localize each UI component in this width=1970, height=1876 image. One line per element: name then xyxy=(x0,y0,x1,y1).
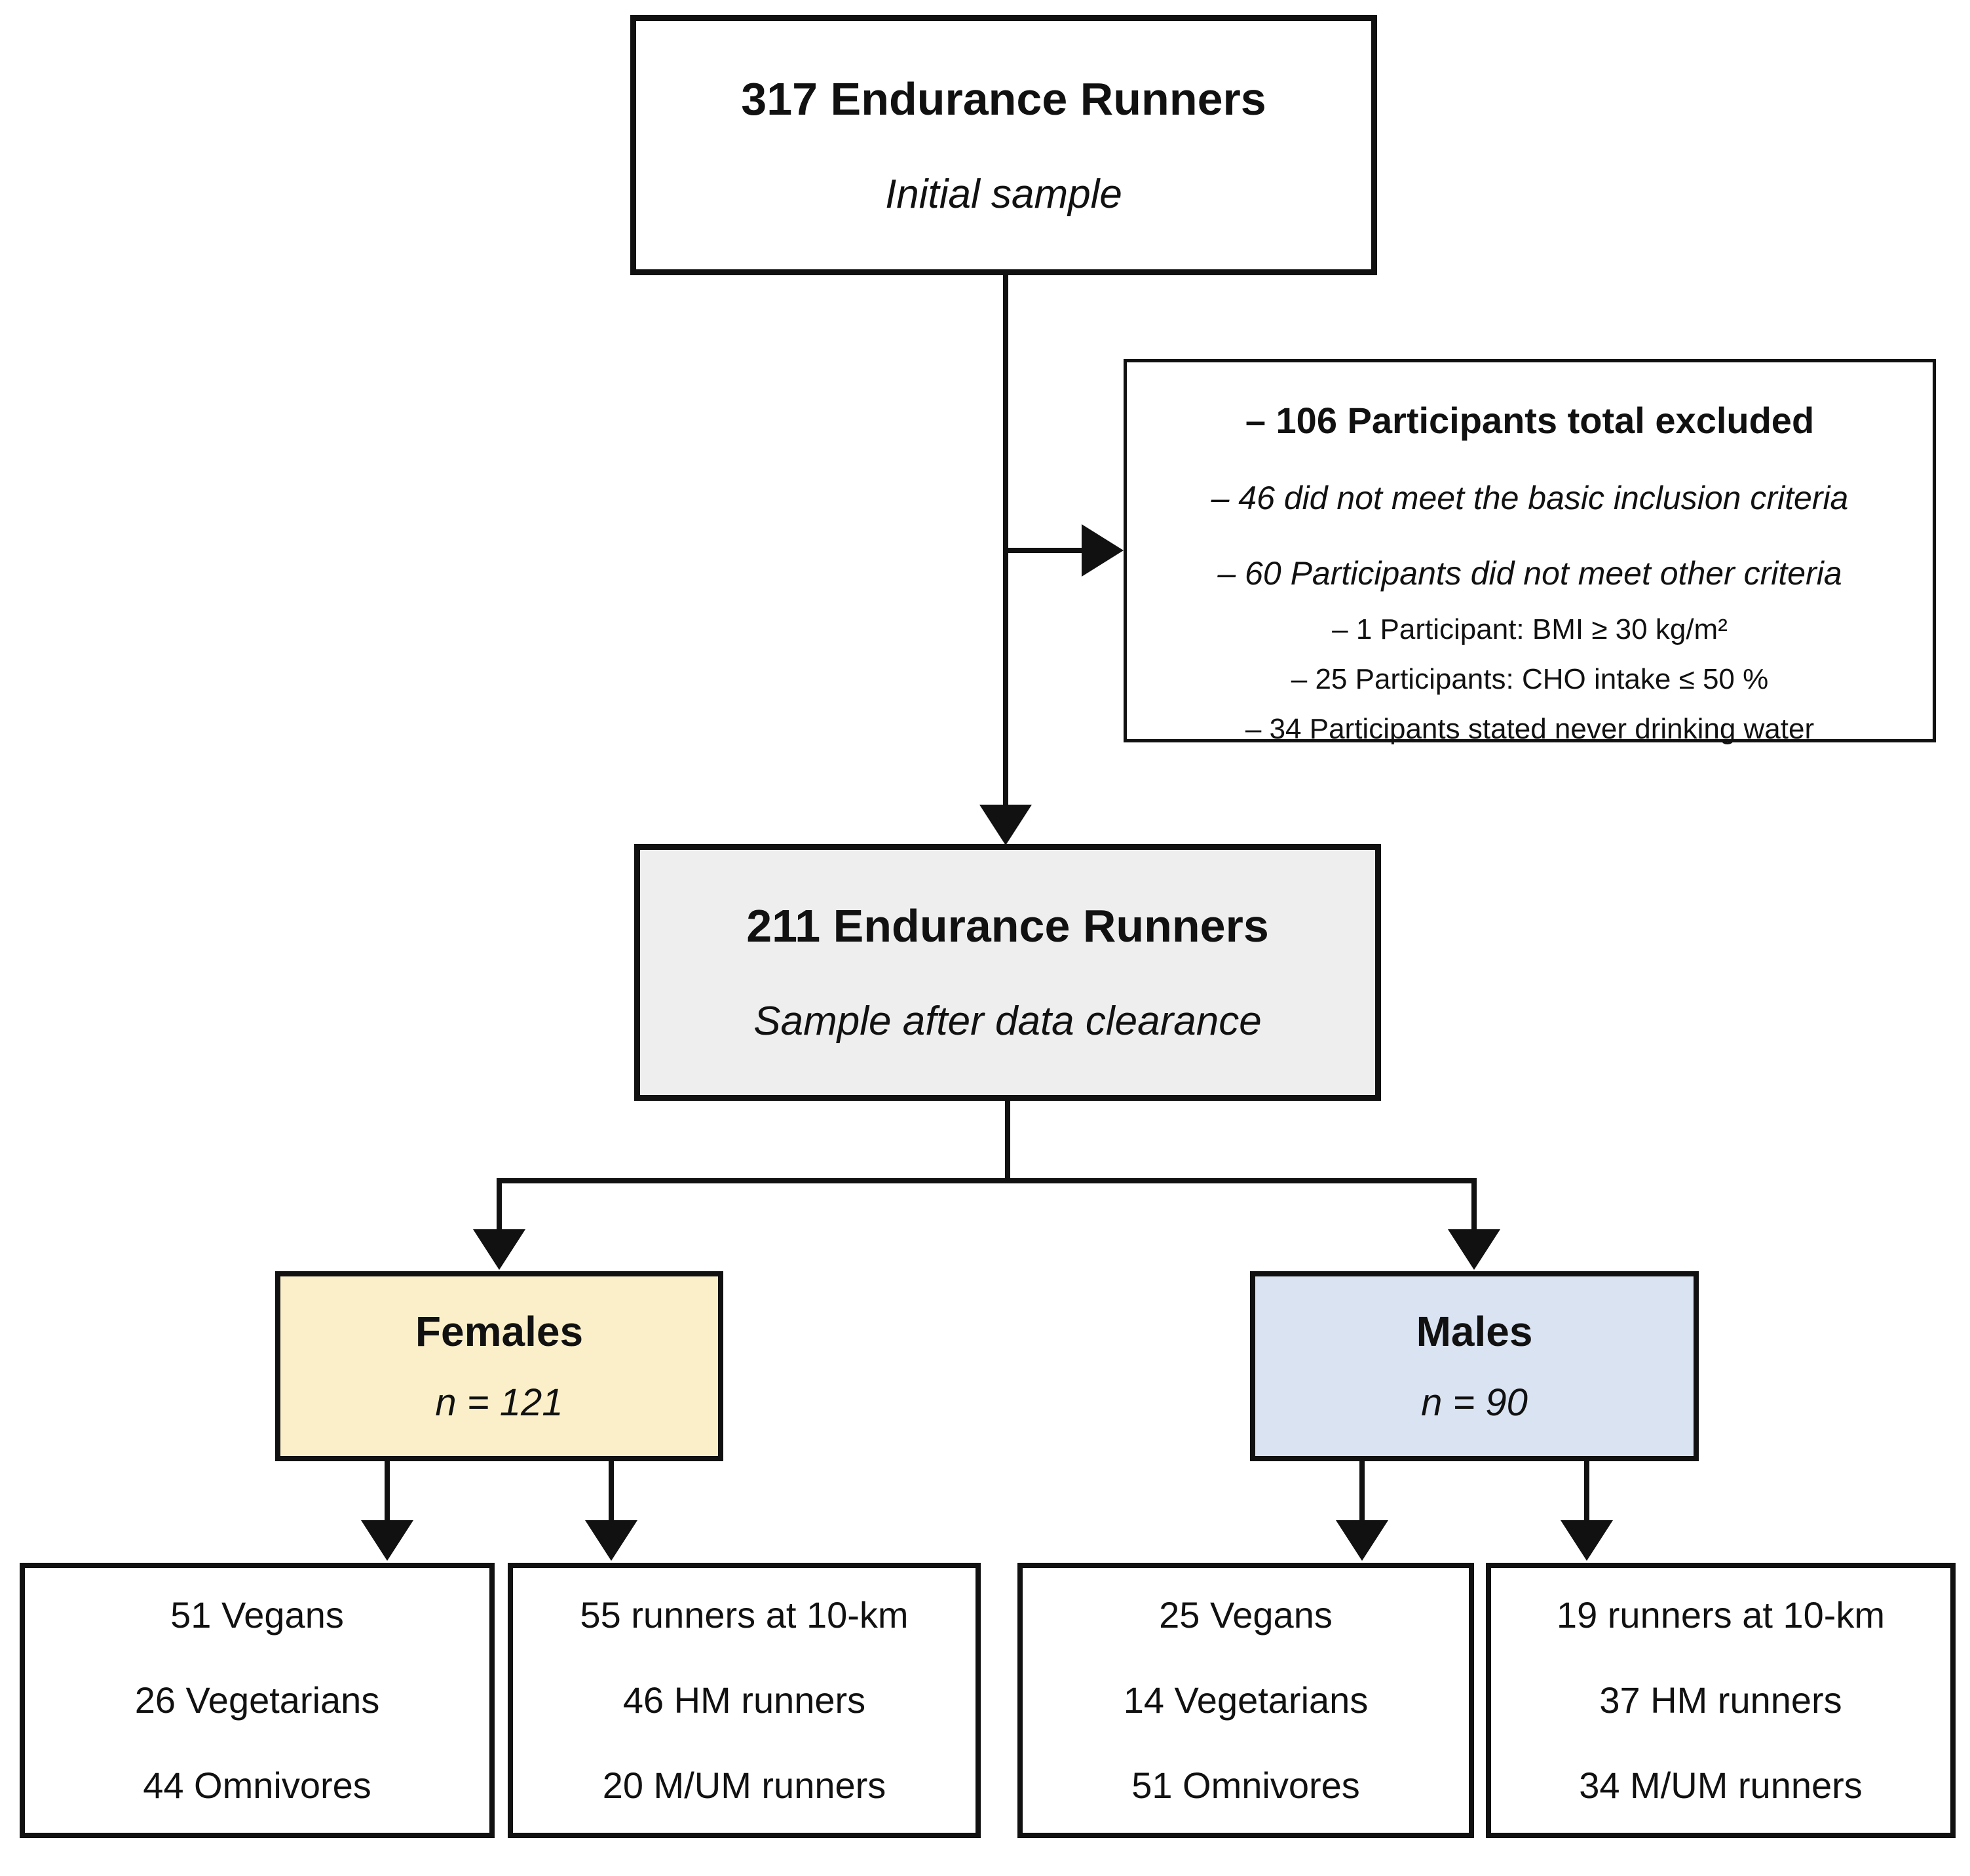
connector-cleared-to-split xyxy=(1005,1101,1010,1183)
initial-sample-count: 317 Endurance Runners xyxy=(741,73,1266,124)
distance-line: 34 M/UM runners xyxy=(1579,1765,1863,1806)
diet-line: 44 Omnivores xyxy=(143,1765,371,1806)
arrowhead-down xyxy=(473,1229,525,1270)
connector-males-to-diet xyxy=(1359,1461,1365,1522)
diet-line: 14 Vegetarians xyxy=(1123,1679,1369,1721)
arrowhead-down xyxy=(361,1520,413,1561)
arrowhead-right xyxy=(1082,524,1124,577)
diet-line: 51 Omnivores xyxy=(1131,1765,1360,1806)
connector-split-to-males xyxy=(1471,1178,1477,1231)
distance-line: 19 runners at 10-km xyxy=(1556,1594,1885,1636)
excluded-box: – 106 Participants total excluded – 46 d… xyxy=(1124,359,1936,746)
distance-line: 37 HM runners xyxy=(1599,1679,1842,1721)
males-diet-box: 25 Vegans 14 Vegetarians 51 Omnivores xyxy=(1017,1563,1474,1838)
connector-initial-to-cleared xyxy=(1003,275,1008,806)
cleared-sample-count: 211 Endurance Runners xyxy=(746,900,1269,951)
distance-line: 55 runners at 10-km xyxy=(580,1594,909,1636)
arrowhead-down xyxy=(1336,1520,1388,1561)
females-distance-box: 55 runners at 10-km 46 HM runners 20 M/U… xyxy=(508,1563,981,1838)
distance-line: 20 M/UM runners xyxy=(602,1765,886,1806)
males-n: n = 90 xyxy=(1421,1381,1528,1424)
cleared-sample-label: Sample after data clearance xyxy=(753,999,1262,1044)
arrowhead-down xyxy=(1448,1229,1500,1270)
diet-line: 26 Vegetarians xyxy=(134,1679,380,1721)
arrowhead-down xyxy=(1561,1520,1613,1561)
females-n: n = 121 xyxy=(435,1381,563,1424)
males-box: Males n = 90 xyxy=(1250,1271,1699,1461)
connector-split-to-females xyxy=(497,1178,502,1231)
excluded-sub-reason: – 1 Participant: BMI ≥ 30 kg/m² xyxy=(1332,613,1728,645)
excluded-reason: – 60 Participants did not meet other cri… xyxy=(1217,554,1842,592)
males-distance-box: 19 runners at 10-km 37 HM runners 34 M/U… xyxy=(1486,1563,1956,1838)
arrowhead-down xyxy=(979,805,1032,845)
males-title: Males xyxy=(1416,1308,1533,1355)
excluded-sub-reason: – 34 Participants stated never drinking … xyxy=(1245,713,1815,746)
females-title: Females xyxy=(415,1308,584,1355)
cleared-sample-box: 211 Endurance Runners Sample after data … xyxy=(634,844,1381,1101)
connector-to-excluded xyxy=(1006,548,1097,553)
distance-line: 46 HM runners xyxy=(622,1679,866,1721)
arrowhead-down xyxy=(585,1520,637,1561)
initial-sample-label: Initial sample xyxy=(885,171,1122,217)
diet-line: 25 Vegans xyxy=(1159,1594,1333,1636)
split-bar xyxy=(497,1178,1477,1183)
excluded-sub-reason: – 25 Participants: CHO intake ≤ 50 % xyxy=(1291,662,1769,695)
females-box: Females n = 121 xyxy=(275,1271,723,1461)
excluded-title: – 106 Participants total excluded xyxy=(1245,400,1815,441)
excluded-reason: – 46 did not meet the basic inclusion cr… xyxy=(1211,479,1849,516)
diet-line: 51 Vegans xyxy=(170,1594,344,1636)
connector-females-to-distance xyxy=(609,1461,614,1522)
connector-females-to-diet xyxy=(385,1461,390,1522)
females-diet-box: 51 Vegans 26 Vegetarians 44 Omnivores xyxy=(20,1563,495,1838)
connector-males-to-distance xyxy=(1584,1461,1589,1522)
initial-sample-box: 317 Endurance Runners Initial sample xyxy=(630,15,1377,275)
